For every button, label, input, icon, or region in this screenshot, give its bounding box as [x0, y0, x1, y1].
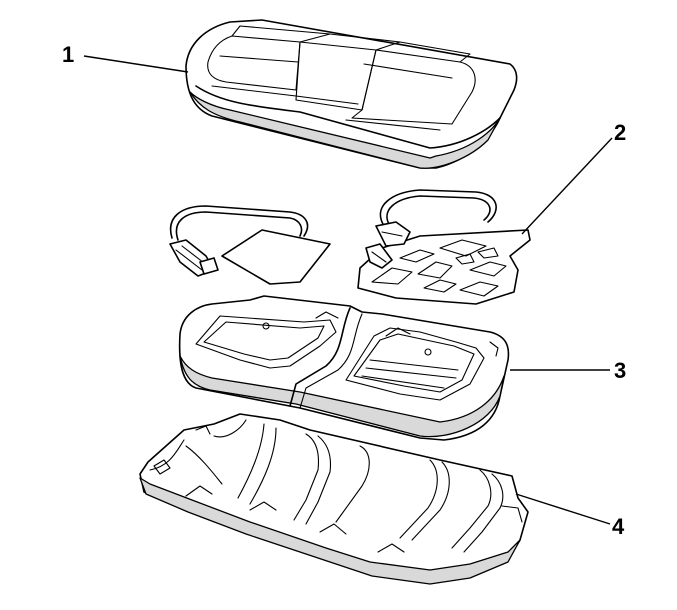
callout-1: 1: [62, 42, 189, 73]
callout-4-label: 4: [612, 514, 625, 539]
seat-cushion-cover-icon: [185, 19, 518, 169]
callout-3-label: 3: [614, 358, 626, 383]
callout-4: 4: [515, 493, 625, 539]
callout-1-label: 1: [62, 42, 74, 67]
callout-3: 3: [510, 358, 626, 383]
callout-2-label: 2: [614, 120, 626, 145]
sensor-pad-left-icon: [169, 205, 331, 285]
seat-cushion-frame-icon: [139, 413, 529, 585]
sensor-mat-with-harness-icon: [357, 189, 531, 305]
callout-2: 2: [521, 120, 626, 235]
seat-cushion-pad-icon: [178, 295, 510, 441]
